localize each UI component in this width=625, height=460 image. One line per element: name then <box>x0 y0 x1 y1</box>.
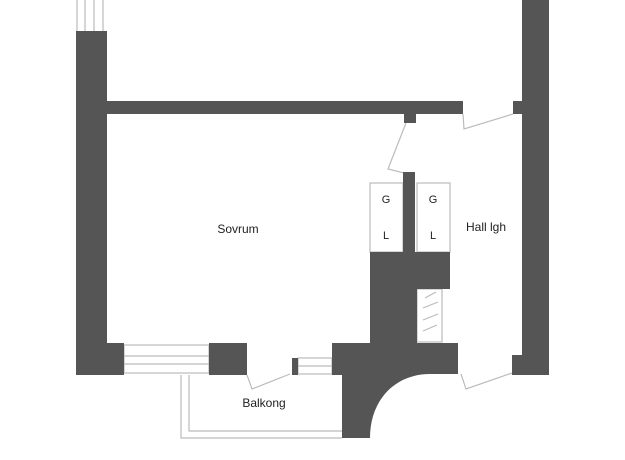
closet-right <box>416 182 451 253</box>
bedroom-window <box>123 344 210 374</box>
wall-pillar-notch <box>237 358 247 375</box>
wardrobe <box>416 288 443 343</box>
door-swing <box>460 372 513 390</box>
wall-bottom-right <box>512 355 522 375</box>
room-label-hall: Hall lgh <box>466 220 506 234</box>
wardrobe-hatch <box>424 291 437 299</box>
closet-label-right-bottom: L <box>430 230 436 242</box>
door-swing <box>462 113 514 130</box>
wardrobe-hatch <box>422 313 439 321</box>
closet-label-left-top: G <box>382 194 391 206</box>
walls <box>76 0 549 438</box>
closets <box>369 182 451 253</box>
wardrobe-hatch <box>422 301 439 309</box>
wall-top-partition-right <box>513 101 522 114</box>
closet-label-left-bottom: L <box>383 230 389 242</box>
wall-post <box>292 358 298 375</box>
door-swing <box>387 122 407 174</box>
door-jamb <box>404 114 416 123</box>
wall-right <box>522 0 549 375</box>
wall-closet-right <box>415 252 450 289</box>
balcony-outline <box>180 375 342 439</box>
room-label-bedroom: Sovrum <box>217 222 258 236</box>
closet-left <box>369 182 404 253</box>
balcony-outline-inner <box>188 375 342 432</box>
wall-central-core <box>332 172 458 438</box>
wall-top-partition <box>107 101 463 114</box>
room-label-balcony: Balkong <box>242 396 285 410</box>
door-swing <box>246 373 291 390</box>
wardrobe-hatch <box>422 324 438 332</box>
wall-bottom-left <box>107 343 124 375</box>
wall-left <box>76 31 107 375</box>
closet-label-right-top: G <box>429 194 438 206</box>
